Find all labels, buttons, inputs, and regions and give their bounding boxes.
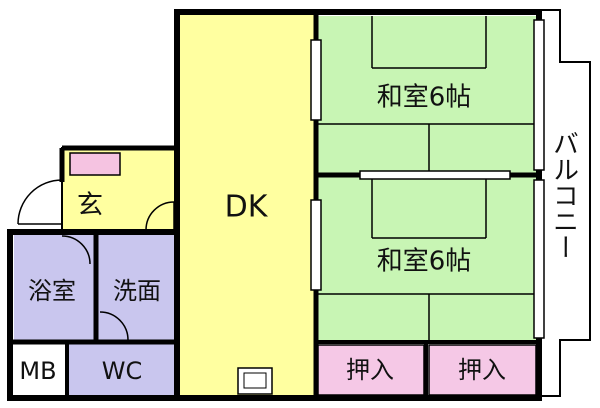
genkan-mat xyxy=(69,152,121,176)
tatami-lower xyxy=(318,177,540,340)
balcony-outline xyxy=(538,9,591,397)
room-label-wc: WC xyxy=(102,357,143,385)
room-label-washitsu-upper: 和室6帖 xyxy=(377,83,472,113)
dk-area xyxy=(177,13,315,398)
room-label-closet-left: 押入 xyxy=(346,356,394,384)
washroom-area xyxy=(98,234,176,340)
room-label-dk: DK xyxy=(225,190,269,225)
sink-basin-icon xyxy=(243,372,267,389)
door-swings xyxy=(17,179,175,341)
room-label-mb: MB xyxy=(19,357,56,385)
tatami-upper xyxy=(318,16,540,173)
room-label-genkan: 玄 xyxy=(77,191,103,221)
room-label-balcony: バルコニー xyxy=(549,130,579,260)
room-label-washroom: 洗面 xyxy=(113,277,161,305)
mb-area xyxy=(12,344,66,396)
bath-area xyxy=(14,234,94,340)
closet-right xyxy=(428,344,537,396)
room-label-washitsu-lower: 和室6帖 xyxy=(377,247,472,277)
room-label-closet-right: 押入 xyxy=(458,356,506,384)
wc-area xyxy=(68,344,176,396)
window-marks xyxy=(310,19,545,339)
room-label-bath: 浴室 xyxy=(28,277,76,305)
